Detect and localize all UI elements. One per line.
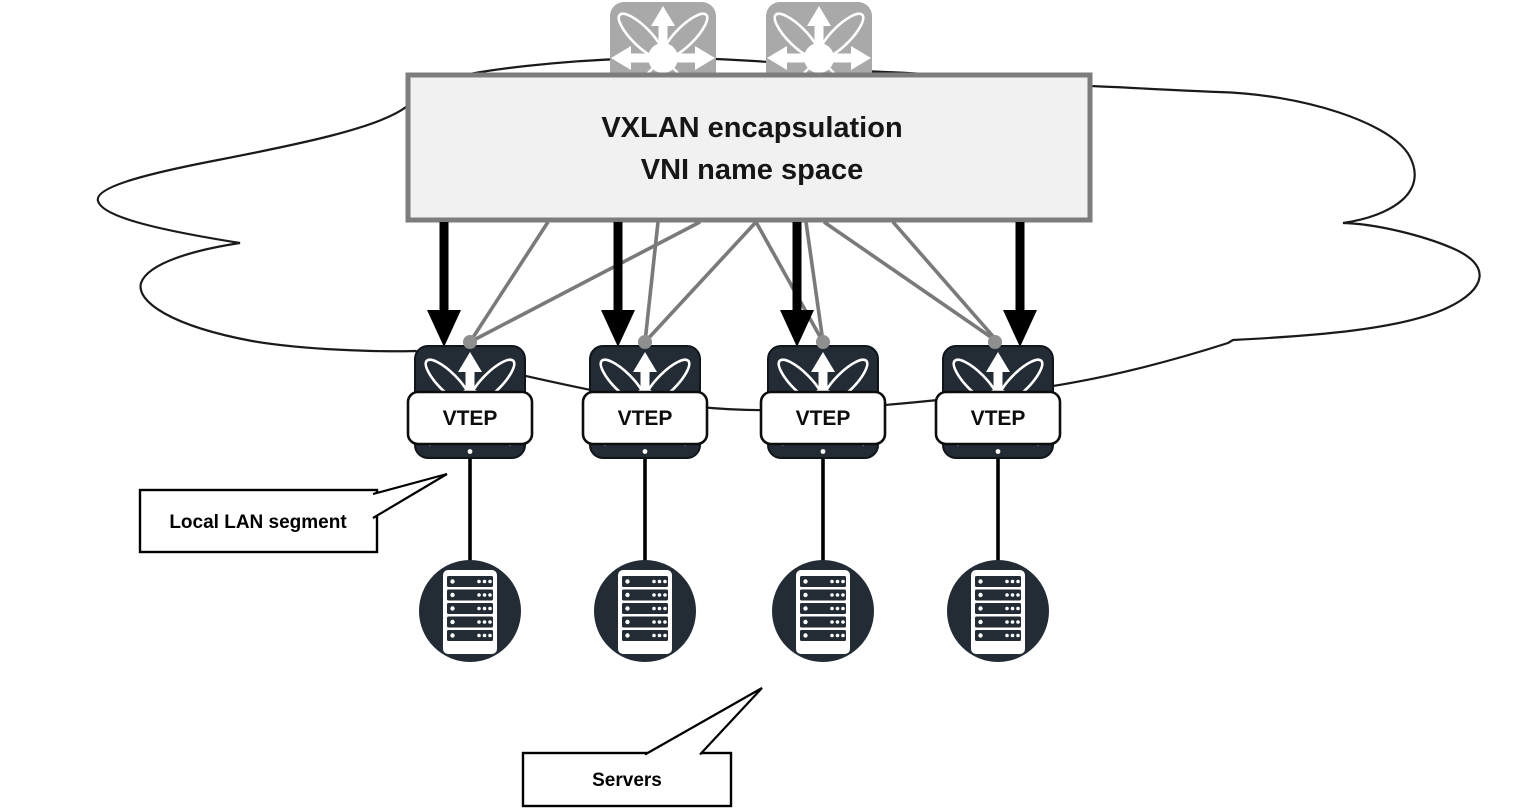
down-arrow-icon bbox=[601, 222, 635, 347]
vtep-label: VTEP bbox=[796, 407, 851, 430]
tunnel-endpoint-dot bbox=[463, 335, 477, 349]
tunnel-endpoint-dot bbox=[988, 335, 1002, 349]
vxlan-title-line1: VXLAN encapsulation bbox=[601, 112, 902, 144]
server-icon-3 bbox=[772, 560, 874, 662]
vxlan-title-line2: VNI name space bbox=[641, 154, 863, 186]
vni-arrows bbox=[427, 222, 1037, 347]
vxlan-title-box: VXLAN encapsulation VNI name space bbox=[405, 72, 1093, 223]
down-arrow-icon bbox=[427, 222, 461, 347]
tunnel-endpoint-dot bbox=[638, 335, 652, 349]
server-icon-4 bbox=[947, 560, 1049, 662]
vtep-unit-3: VTEP bbox=[759, 335, 887, 459]
vtep-unit-1: VTEP bbox=[406, 335, 534, 459]
lan-links bbox=[468, 450, 1000, 575]
vtep-unit-4: VTEP bbox=[934, 335, 1062, 459]
tunnel-endpoint-dot bbox=[816, 335, 830, 349]
callout-lan-label: Local LAN segment bbox=[169, 512, 347, 533]
server-icon-1 bbox=[419, 560, 521, 662]
callout-local-lan-segment: Local LAN segment bbox=[138, 472, 448, 554]
down-arrow-icon bbox=[1003, 222, 1037, 347]
vtep-mesh-lines bbox=[468, 220, 1000, 344]
vtep-label: VTEP bbox=[971, 407, 1026, 430]
callout-servers: Servers bbox=[521, 687, 763, 808]
vtep-unit-2: VTEP bbox=[581, 335, 709, 459]
server-icon-2 bbox=[594, 560, 696, 662]
callout-servers-label: Servers bbox=[592, 770, 662, 791]
down-arrow-icon bbox=[780, 222, 814, 347]
vtep-label: VTEP bbox=[618, 407, 673, 430]
vtep-label: VTEP bbox=[443, 407, 498, 430]
